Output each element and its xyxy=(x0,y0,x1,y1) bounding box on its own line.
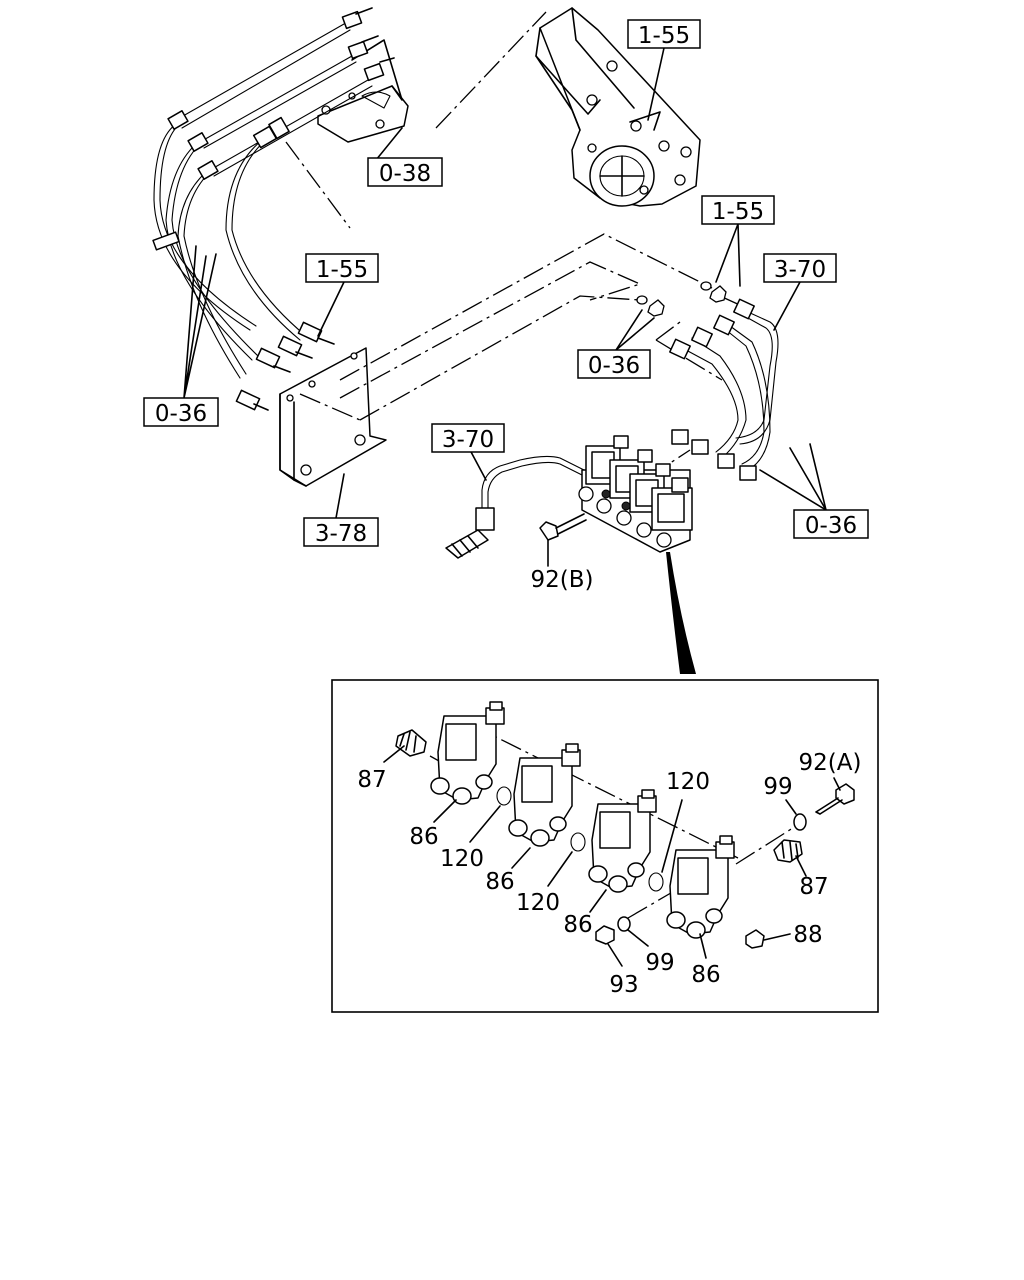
callout-3-70-right: 3-70 xyxy=(763,253,837,283)
detail-arrow xyxy=(666,552,696,674)
center-washers xyxy=(636,281,727,317)
detail-assembly xyxy=(395,701,855,949)
callout-text: 3-70 xyxy=(442,427,494,453)
callout-text: 0-36 xyxy=(155,401,207,427)
fitting-87-right xyxy=(773,839,803,863)
part-label-86-c: 86 xyxy=(563,912,592,938)
part-label-92a: 92(A) xyxy=(799,750,862,776)
callout-0-36-center: 0-36 xyxy=(577,349,651,379)
part-label-86-a: 86 xyxy=(409,824,438,850)
left-mount-bracket xyxy=(279,347,387,487)
callout-1-55-left: 1-55 xyxy=(305,253,379,283)
part-label-99-top: 99 xyxy=(763,774,792,800)
washer-99-bottom xyxy=(617,916,631,932)
part-label-92b: 92(B) xyxy=(531,567,594,593)
callout-text: 1-55 xyxy=(712,199,764,225)
detail-frame xyxy=(331,679,879,1013)
detail-solenoid-2 xyxy=(508,743,581,847)
detail-leaders xyxy=(383,745,841,967)
part-label-87-left: 87 xyxy=(357,767,386,793)
part-label-93: 93 xyxy=(609,972,638,998)
plug-88 xyxy=(745,929,765,949)
callout-0-38: 0-38 xyxy=(367,157,443,187)
callout-3-70-left: 3-70 xyxy=(431,423,505,453)
upper-bracket xyxy=(317,7,409,143)
callout-3-78: 3-78 xyxy=(303,517,379,547)
callout-0-36-left: 0-36 xyxy=(143,397,219,427)
sensor-hose xyxy=(445,455,585,559)
o-ring-3 xyxy=(648,872,664,892)
callout-text: 3-78 xyxy=(315,521,367,547)
part-label-120-b: 120 xyxy=(516,890,560,916)
detail-solenoid-4 xyxy=(666,835,735,939)
callout-1-55-top: 1-55 xyxy=(627,19,701,49)
callout-0-36-right: 0-36 xyxy=(793,509,869,539)
part-label-120-a: 120 xyxy=(440,846,484,872)
hose-bundle-left xyxy=(152,23,373,411)
hose-bundle-right xyxy=(669,298,779,481)
callout-text: 1-55 xyxy=(316,257,368,283)
callout-text: 0-36 xyxy=(805,513,857,539)
o-ring-1 xyxy=(496,786,512,806)
callout-text: 0-36 xyxy=(588,353,640,379)
callout-text: 1-55 xyxy=(638,23,690,49)
fitting-87-left xyxy=(395,729,427,757)
callout-text: 3-70 xyxy=(774,257,826,283)
detail-solenoid-3 xyxy=(588,789,657,893)
upper-leaders xyxy=(183,47,827,567)
part-label-87-right: 87 xyxy=(799,874,828,900)
part-label-88: 88 xyxy=(793,922,822,948)
part-label-86-d: 86 xyxy=(691,962,720,988)
bolt-92a xyxy=(815,783,855,815)
washer-99-top xyxy=(793,813,807,831)
throttle-body xyxy=(535,7,701,207)
upper-solenoid-4 xyxy=(651,477,693,531)
upper-assembly xyxy=(152,7,779,674)
part-label-120-c: 120 xyxy=(666,769,710,795)
solenoid-block-upper xyxy=(539,435,693,553)
o-ring-2 xyxy=(570,832,586,852)
part-label-86-b: 86 xyxy=(485,869,514,895)
callout-1-55-mid: 1-55 xyxy=(701,195,775,225)
detail-solenoid-1 xyxy=(430,701,505,805)
callout-text: 0-38 xyxy=(379,161,431,187)
nut-93 xyxy=(595,925,615,945)
part-label-99-bottom: 99 xyxy=(645,950,674,976)
